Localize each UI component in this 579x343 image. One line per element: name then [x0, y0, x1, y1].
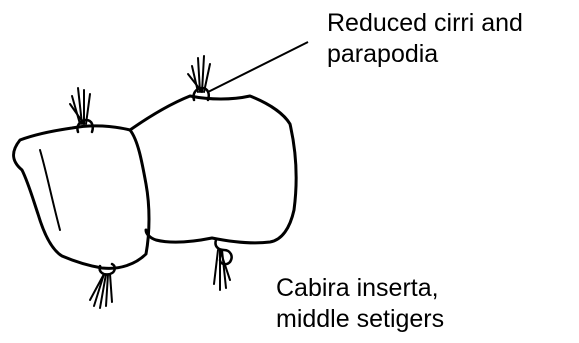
left-segment-fold [40, 150, 60, 230]
caption-line-1: Cabira inserta, [276, 273, 444, 304]
right-segment-outline [130, 96, 296, 243]
callout-label: Reduced cirri and parapodia [327, 8, 523, 70]
left-ventral-setae [90, 274, 112, 308]
left-dorsal-setae [70, 88, 90, 124]
callout-leader-line [208, 42, 308, 92]
figure-caption: Cabira inserta, middle setigers [276, 273, 444, 335]
right-dorsal-setae [188, 56, 210, 92]
caption-line-2: middle setigers [276, 304, 444, 335]
left-segment-outline [14, 126, 150, 269]
right-ventral-setae [214, 250, 230, 290]
callout-line-1: Reduced cirri and [327, 8, 523, 39]
callout-line-2: parapodia [327, 39, 523, 70]
